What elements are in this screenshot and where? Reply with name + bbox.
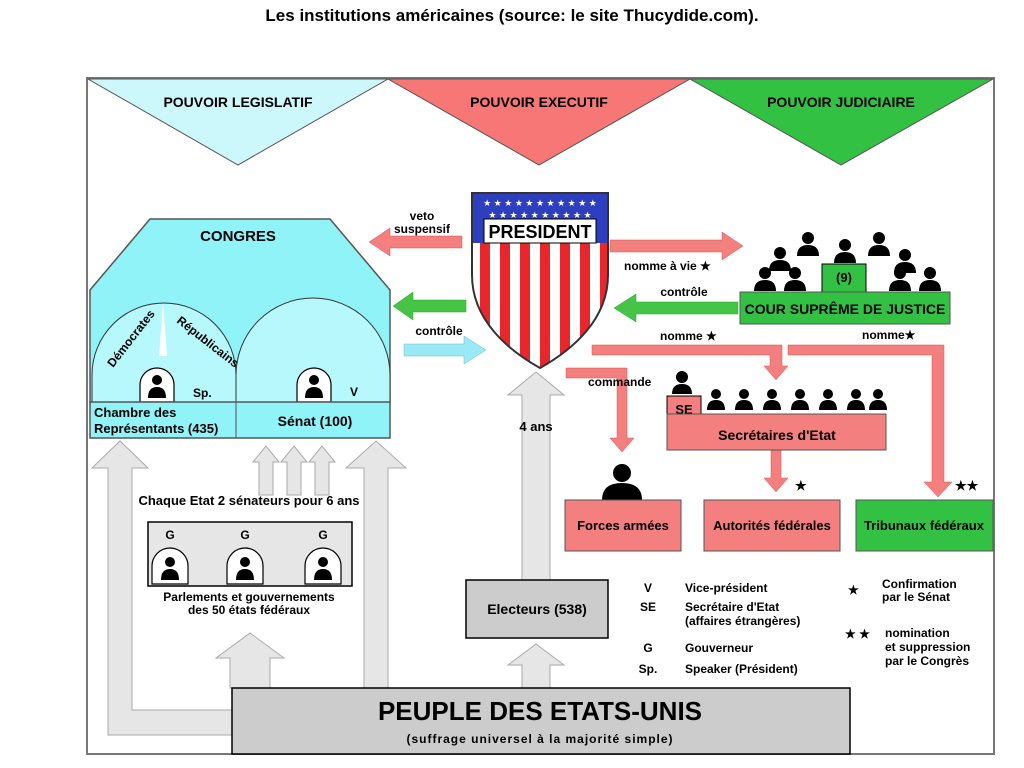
president-label: PRESIDENT xyxy=(488,222,591,242)
diagram-title: Les institutions américaines (source: le… xyxy=(265,6,759,25)
legend-key-sp: Sp. xyxy=(639,662,658,676)
legend-key-v: V xyxy=(644,581,652,595)
people-box xyxy=(231,687,851,755)
legend-star-double-line3: par le Congrès xyxy=(885,654,969,668)
legend-star-double: ★ ★ xyxy=(845,627,870,641)
federal-authorities-label: Autorités fédérales xyxy=(713,518,831,533)
authorities-star: ★ xyxy=(795,478,807,493)
electors-box xyxy=(465,579,609,639)
arrow-states-to-senate-3 xyxy=(307,445,337,496)
appoint-secretaries-arrow xyxy=(591,344,789,381)
senators-per-state-label: Chaque Etat 2 sénateurs pour 6 ans xyxy=(138,493,359,508)
vice-president-seat xyxy=(296,367,332,403)
legend-val-se-detail: (affaires étrangères) xyxy=(685,614,800,628)
arrow-states-to-senate-1 xyxy=(251,445,281,496)
federal-authorities-box xyxy=(703,499,841,552)
appoint-court-arrow xyxy=(609,231,744,261)
appoint-court-label: nomme à vie ★ xyxy=(624,259,711,273)
term-label: 4 ans xyxy=(519,419,552,434)
senate-dome xyxy=(235,297,391,403)
judicial-power-banner xyxy=(688,78,995,166)
legend-star-double-line2: et suppression xyxy=(885,640,970,654)
svg-text:★ ★ ★ ★ ★ ★ ★ ★ ★ ★ ★: ★ ★ ★ ★ ★ ★ ★ ★ ★ ★ ★ xyxy=(483,198,597,208)
legend-key-g: G xyxy=(643,641,652,655)
court-control-arrow xyxy=(613,293,739,323)
legend-star-single-line1: Confirmation xyxy=(882,577,957,591)
legislative-power-banner xyxy=(86,78,390,166)
people-sublabel: (suffrage universel à la majorité simple… xyxy=(406,732,673,746)
armed-forces-box xyxy=(564,499,682,552)
speaker-abbr: Sp. xyxy=(193,386,212,400)
legend-val-v: Vice-président xyxy=(685,581,767,595)
house-label-line2: Représentants (435) xyxy=(94,421,218,436)
speaker-seat xyxy=(139,367,175,403)
federal-tribunals-box xyxy=(855,499,994,552)
legend-star-single: ★ xyxy=(848,583,859,597)
court-bench xyxy=(821,263,867,293)
legend-star-double-line1: nomination xyxy=(885,626,950,640)
legend-star-single-line2: par le Sénat xyxy=(882,590,950,604)
secretaries-box xyxy=(666,413,887,451)
legend: V SE G Sp. Vice-président Secrétaire d'E… xyxy=(639,577,971,676)
secretaries-to-authorities-arrow xyxy=(763,449,789,493)
svg-text:★ ★ ★ ★ ★ ★ ★ ★ ★ ★: ★ ★ ★ ★ ★ ★ ★ ★ ★ ★ xyxy=(488,210,591,220)
secretary-abbr: SE xyxy=(675,402,693,417)
legend-val-sp: Speaker (Président) xyxy=(685,662,798,676)
state-parliaments-line2: des 50 états fédéraux xyxy=(188,603,310,617)
house-label-line1: Chambre des xyxy=(94,405,176,420)
executive-power-label: POUVOIR EXECUTIF xyxy=(470,94,608,110)
command-forces-arrow xyxy=(565,367,635,453)
governor-abbr-1: G xyxy=(165,528,174,542)
legend-val-se: Secrétaire d'Etat xyxy=(685,600,779,614)
governor-abbr-2: G xyxy=(240,528,249,542)
arrow-people-to-states xyxy=(214,632,286,689)
electors-label: Electeurs (538) xyxy=(487,601,587,617)
supreme-court-label: COUR SUPRÊME DE JUSTICE xyxy=(745,300,946,317)
legend-key-se: SE xyxy=(640,600,656,614)
governor-seats xyxy=(151,547,342,585)
chambers-band xyxy=(89,401,391,439)
veto-arrow xyxy=(368,227,463,257)
control-right-label: contrôle xyxy=(660,285,708,299)
legend-val-g: Gouverneur xyxy=(685,641,753,655)
federal-tribunals-label: Tribunaux fédéraux xyxy=(864,518,985,533)
armed-forces-label: Forces armées xyxy=(577,518,669,533)
appoint-tribunals-arrow xyxy=(787,344,953,498)
arrow-states-to-senate-2 xyxy=(279,445,309,496)
arrow-people-to-electors xyxy=(506,643,566,689)
command-label: commande xyxy=(588,375,652,389)
arrow-people-to-senate-outer xyxy=(344,440,408,689)
veto-label-line1: veto xyxy=(410,209,435,223)
secretaries-figures xyxy=(672,371,887,410)
governor-abbr-3: G xyxy=(318,528,327,542)
appoint-left-label: nomme ★ xyxy=(660,329,717,343)
arrow-electors-to-president xyxy=(506,371,566,581)
executive-power-banner xyxy=(386,78,692,166)
people-label: PEUPLE DES ETATS-UNIS xyxy=(378,696,702,726)
court-count: (9) xyxy=(836,270,852,285)
appoint-right-label: nomme★ xyxy=(862,328,916,342)
control-by-congress-arrow xyxy=(403,335,487,365)
control-left-label: contrôle xyxy=(415,324,463,338)
judicial-power-label: POUVOIR JUDICIAIRE xyxy=(767,94,915,110)
justice-figures xyxy=(754,232,941,291)
supreme-court-box xyxy=(739,291,951,325)
president-shield: ★ ★ ★ ★ ★ ★ ★ ★ ★ ★ ★ ★ ★ ★ ★ ★ ★ ★ ★ ★ … xyxy=(471,192,609,370)
state-parliaments-line1: Parlements et gouvernements xyxy=(163,590,335,604)
congress-label: CONGRES xyxy=(200,228,276,245)
control-congress-arrow xyxy=(392,291,467,321)
legislative-power-label: POUVOIR LEGISLATIF xyxy=(163,94,313,110)
senate-label: Sénat (100) xyxy=(278,413,353,429)
tribunals-stars: ★★ xyxy=(955,478,979,493)
vp-abbr: V xyxy=(350,385,358,399)
veto-label-line2: suspensif xyxy=(394,222,451,236)
secretaries-label: Secrétaires d'Etat xyxy=(718,427,836,443)
forces-figure xyxy=(602,464,642,500)
